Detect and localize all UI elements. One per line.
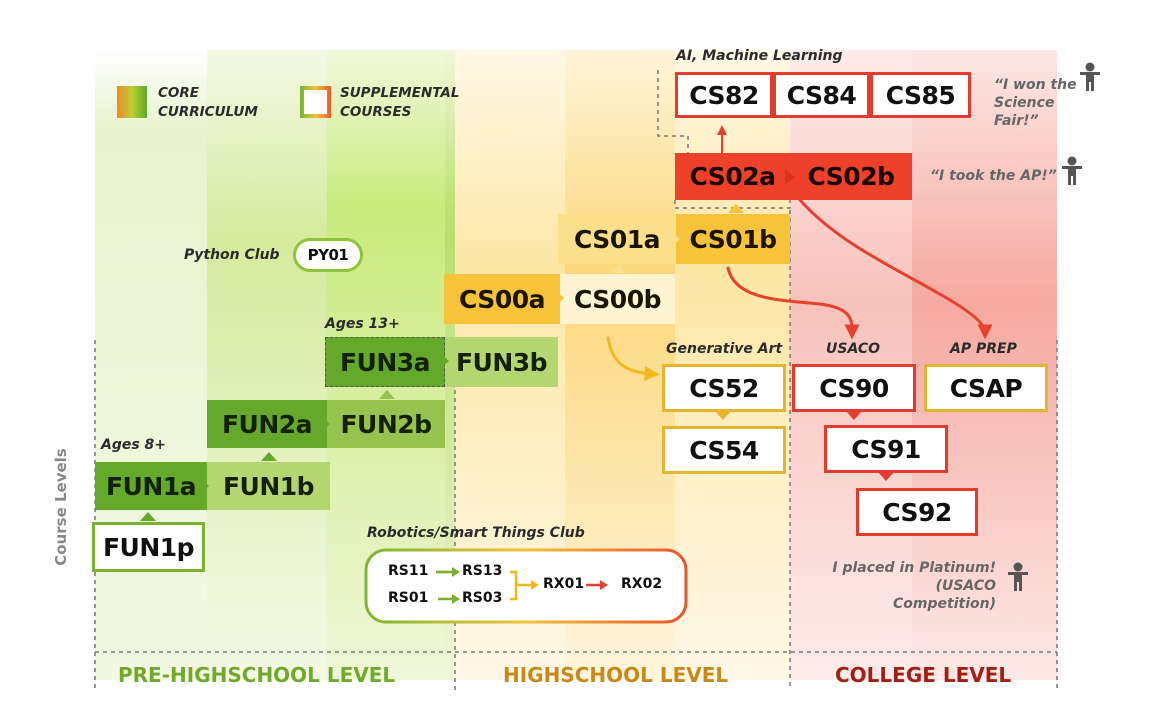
course-cs82[interactable]: CS82 xyxy=(675,72,773,118)
course-py01[interactable]: PY01 xyxy=(293,238,363,272)
person-icon xyxy=(1062,156,1082,185)
course-cs01b[interactable]: CS01b xyxy=(676,214,790,264)
level-college: COLLEGE LEVEL xyxy=(835,663,1012,687)
usaco-label: USACO xyxy=(826,341,881,357)
course-cs52[interactable]: CS52 xyxy=(662,364,786,412)
course-cs00a[interactable]: CS00a xyxy=(444,274,560,324)
notch-icon xyxy=(379,390,395,399)
robotics-rx01[interactable]: RX01 xyxy=(543,576,585,592)
quote-ap: “I took the AP!” xyxy=(930,168,1057,184)
robotics-rx02[interactable]: RX02 xyxy=(621,576,663,592)
arrow-icon xyxy=(671,231,680,247)
arrow-icon xyxy=(555,290,564,306)
arrow-icon xyxy=(200,478,209,494)
notch-icon xyxy=(878,472,894,481)
course-cs84[interactable]: CS84 xyxy=(773,72,870,118)
ai-ml-label: AI, Machine Learning xyxy=(676,48,843,64)
notch-icon xyxy=(715,411,731,420)
notch-icon xyxy=(261,452,277,461)
course-cs00b[interactable]: CS00b xyxy=(560,274,675,324)
legend-supp-line1: SUPPLEMENTAL xyxy=(340,85,460,101)
course-cs02b[interactable]: CS02b xyxy=(790,153,912,200)
course-fun1p[interactable]: FUN1p xyxy=(92,522,205,572)
course-fun3a[interactable]: FUN3a xyxy=(325,337,445,387)
course-fun3b[interactable]: FUN3b xyxy=(445,337,558,387)
notch-icon xyxy=(610,264,626,273)
arrow-icon xyxy=(440,353,449,369)
ages-8-label: Ages 8+ xyxy=(101,437,167,453)
course-cs91[interactable]: CS91 xyxy=(824,425,948,473)
ages-13-label: Ages 13+ xyxy=(325,316,400,332)
course-cs54[interactable]: CS54 xyxy=(662,426,786,474)
person-icon xyxy=(1080,62,1100,91)
robotics-rs11[interactable]: RS11 xyxy=(388,563,429,579)
arrow-icon xyxy=(785,169,795,185)
legend-core-line1: CORE xyxy=(158,85,200,101)
robotics-rs03[interactable]: RS03 xyxy=(462,590,503,606)
robotics-rs13[interactable]: RS13 xyxy=(462,563,503,579)
quote-usaco-line1: I placed in Platinum! xyxy=(832,560,996,576)
quote-usaco: I placed in Platinum! (USACO Competition… xyxy=(828,559,996,613)
level-pre-highschool: PRE-HIGHSCHOOL LEVEL xyxy=(118,663,396,687)
arrow-icon xyxy=(321,416,330,432)
generative-art-label: Generative Art xyxy=(666,341,783,357)
legend-supp-label: SUPPLEMENTAL COURSES xyxy=(340,84,459,122)
course-cs92[interactable]: CS92 xyxy=(856,488,978,536)
course-csap[interactable]: CSAP xyxy=(924,364,1048,412)
course-fun2b[interactable]: FUN2b xyxy=(327,400,445,448)
course-cs90[interactable]: CS90 xyxy=(792,364,916,412)
course-cs02a[interactable]: CS02a xyxy=(675,153,790,200)
notch-icon xyxy=(728,204,744,213)
ap-prep-label: AP PREP xyxy=(950,341,1017,357)
notch-icon xyxy=(846,411,862,420)
axis-label: Course Levels xyxy=(52,448,70,566)
quote-science-fair-line1: “I won the xyxy=(994,77,1077,93)
robotics-rs01[interactable]: RS01 xyxy=(388,590,429,606)
legend-supp-line2: COURSES xyxy=(340,104,412,120)
robotics-arrows xyxy=(438,567,608,604)
course-fun1a[interactable]: FUN1a xyxy=(95,462,207,510)
quote-science-fair: “I won the Science Fair!” xyxy=(994,76,1094,130)
legend-core-label: CORE CURRICULUM xyxy=(158,84,258,122)
course-cs01a[interactable]: CS01a xyxy=(558,214,676,264)
notch-icon xyxy=(140,512,156,521)
level-highschool: HIGHSCHOOL LEVEL xyxy=(503,663,729,687)
course-fun1b[interactable]: FUN1b xyxy=(207,462,330,510)
course-cs85[interactable]: CS85 xyxy=(870,72,971,118)
person-icon xyxy=(1008,562,1028,591)
course-fun2a[interactable]: FUN2a xyxy=(207,400,327,448)
quote-science-fair-line2: Science Fair!” xyxy=(994,95,1055,129)
robotics-club-label: Robotics/Smart Things Club xyxy=(367,525,585,541)
python-club-label: Python Club xyxy=(184,247,280,263)
legend-core-line2: CURRICULUM xyxy=(158,104,258,120)
quote-usaco-line2: (USACO Competition) xyxy=(893,578,996,612)
